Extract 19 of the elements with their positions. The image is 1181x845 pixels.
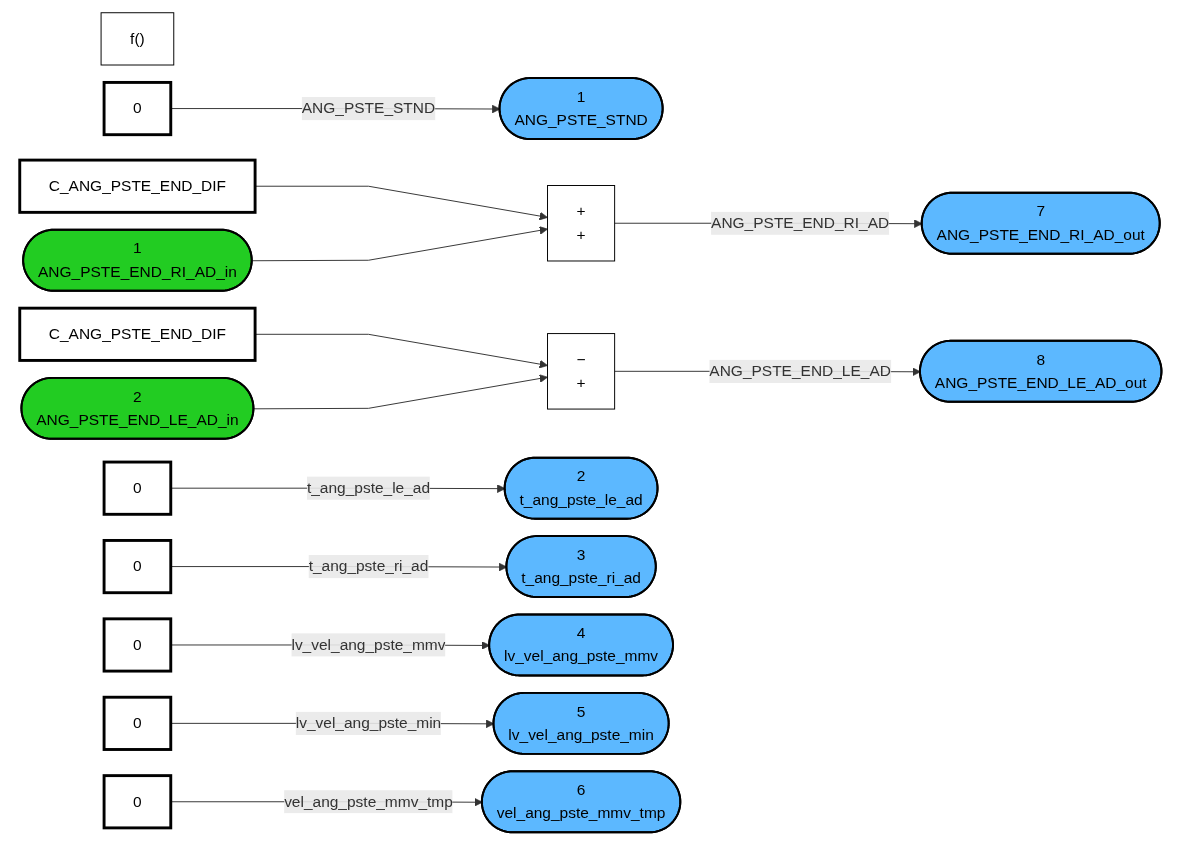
node-box: 0: [102, 774, 173, 830]
node-box: 0: [102, 695, 173, 751]
edge-label: t_ang_pste_ri_ad: [308, 557, 429, 575]
edge-label: ANG_PSTE_END_RI_AD: [710, 214, 890, 231]
node-box: f(): [100, 12, 175, 66]
node-box: 0: [102, 81, 173, 137]
node-box: C_ANG_PSTE_END_DIF: [18, 306, 257, 362]
node-box: − +: [546, 333, 616, 410]
edge-label: t_ang_pste_le_ad: [306, 479, 430, 496]
edge-label: vel_ang_pste_mmv_tmp: [284, 793, 453, 810]
edge-label: ANG_PSTE_END_LE_AD: [709, 362, 891, 380]
node-box: 0: [102, 460, 173, 516]
edge-label: lv_vel_ang_pste_mmv: [291, 636, 446, 653]
node-box: 0: [102, 539, 173, 595]
edge-label: lv_vel_ang_pste_min: [295, 714, 442, 732]
node-box: + +: [546, 185, 616, 262]
edge-label: ANG_PSTE_STND: [301, 99, 436, 117]
node-box: C_ANG_PSTE_END_DIF: [18, 158, 257, 214]
node-box: 0: [102, 617, 173, 673]
